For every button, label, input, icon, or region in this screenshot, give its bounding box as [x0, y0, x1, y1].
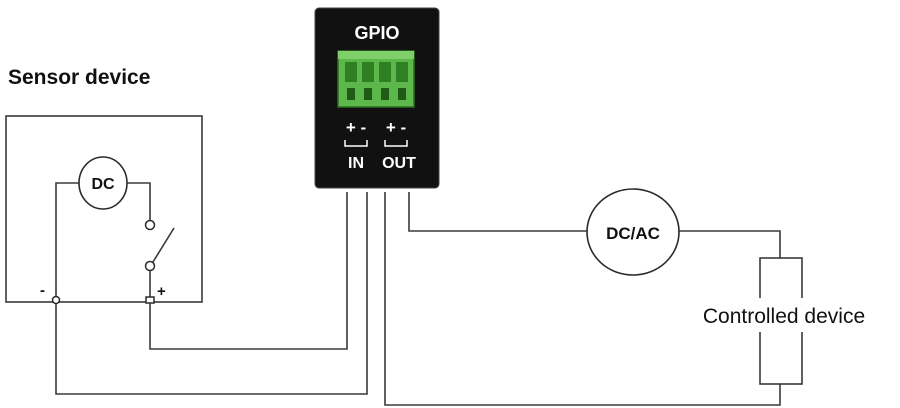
sensor-terminal-positive	[145, 296, 155, 304]
gpio-connector-pin-slot-4	[398, 88, 406, 100]
sensor-dc-source	[78, 156, 128, 210]
switch-lever	[152, 227, 175, 263]
gpio-connector-screw-slot-2	[362, 62, 374, 82]
gpio-connector-pin-slot-2	[364, 88, 372, 100]
gpio-out-polarity: + -	[386, 118, 406, 137]
dcac-source	[586, 188, 680, 276]
gpio-connector-screw-slot-4	[396, 62, 408, 82]
gpio-in-bracket	[344, 140, 368, 147]
wire-in-minus-to-sensor-minus	[55, 192, 368, 395]
gpio-in-polarity: + -	[346, 118, 366, 137]
sensor-dc-label: DC	[91, 176, 115, 193]
gpio-connector-pin-slot-1	[347, 88, 355, 100]
wire-dcac-to-controlled-device	[679, 230, 781, 258]
sensor-terminal-negative	[51, 295, 61, 305]
gpio-in-label: IN	[348, 155, 364, 172]
controlled-device-title: Controlled device	[703, 305, 865, 328]
gpio-connector-pin-slot-3	[381, 88, 389, 100]
gpio-title: GPIO	[354, 23, 399, 43]
switch-contact-top	[144, 219, 156, 231]
sensor-negative-label: -	[40, 282, 45, 299]
gpio-out-bracket	[384, 140, 408, 147]
sensor-wire-right	[126, 182, 151, 220]
sensor-device-title: Sensor device	[8, 66, 150, 89]
gpio-connector-top-ridge	[338, 51, 414, 59]
sensor-wire-left	[55, 182, 80, 300]
dcac-label: DC/AC	[606, 224, 660, 243]
switch-contact-bottom	[144, 260, 156, 272]
controlled-device-title-bg	[672, 298, 898, 332]
wire-out-plus-to-dcac-source	[408, 192, 587, 232]
gpio-connector-screw-slot-1	[345, 62, 357, 82]
sensor-positive-label: +	[157, 283, 166, 300]
sensor-device-box	[5, 115, 203, 303]
gpio-out-label: OUT	[382, 155, 416, 172]
wire-in-plus-to-sensor-plus	[149, 192, 348, 350]
wire-out-minus-to-controlled-device	[384, 192, 781, 406]
gpio-connector-screw-slot-3	[379, 62, 391, 82]
